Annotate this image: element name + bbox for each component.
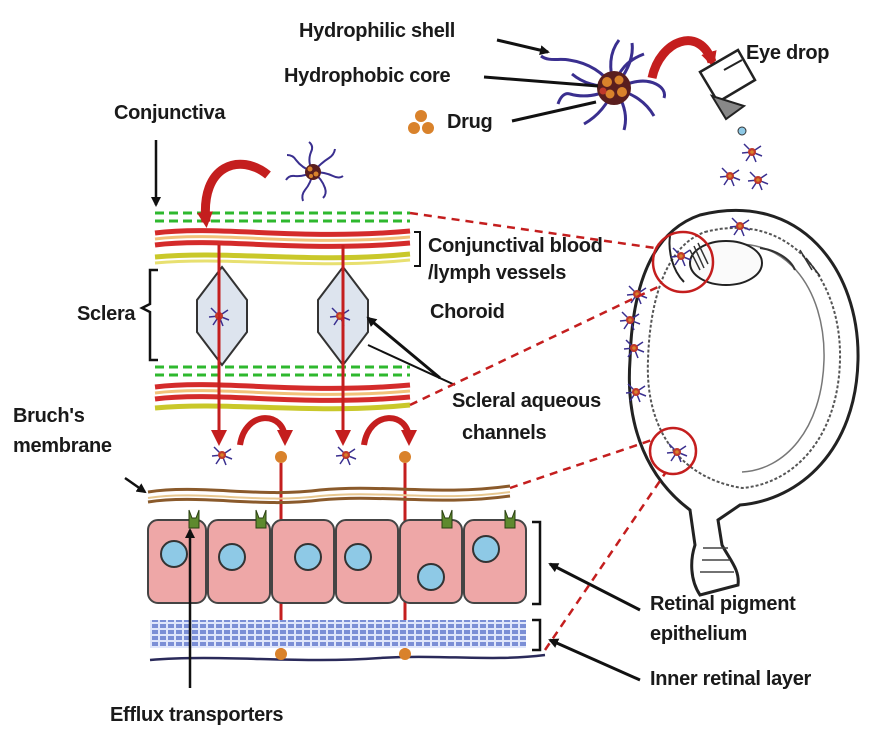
rpe-label-line1: Retinal pigment [650,592,796,616]
rpe-leader [550,564,640,610]
scleral-channel-leader-2 [368,345,455,385]
eyeball-cross-section [629,210,858,595]
inner-retina-leader [550,640,640,680]
large-micelle-icon [541,40,665,130]
drug-label: Drug [447,110,492,134]
bruchs-label-line2: membrane [13,434,112,458]
rpe-cells [148,520,526,603]
inner-retina-boundary [150,655,545,660]
sclera-bracket [142,270,158,360]
drug-dot [399,648,411,660]
hydrophobic-core-label: Hydrophobic core [284,64,450,88]
bruchs-leader [125,478,145,492]
conjunctiva-label: Conjunctiva [114,101,225,125]
scleral-channel-left [197,267,247,365]
drug-dot [275,648,287,660]
conjunctiva-micelle-icon [286,142,343,201]
efflux-transporters-label: Efflux transporters [110,703,283,727]
scleral-channel-leader [368,318,440,378]
upper-tissue-layers [155,213,410,264]
bruchs-membrane [148,486,510,503]
drop-micelles [720,144,768,190]
rpe-bracket [532,522,540,604]
inner-retina-bracket [532,620,540,650]
sclera-label: Sclera [77,302,135,326]
rpe-label-line2: epithelium [650,622,747,646]
inner-retinal-layer-label: Inner retinal layer [650,667,811,691]
vessels-bracket [414,232,420,266]
lower-tissue-layers [155,367,410,409]
scleral-channels-label-line2: channels [462,421,546,445]
conjunctival-vessels-label-line2: /lymph vessels [428,261,566,285]
choroid-label: Choroid [430,300,505,324]
conjunctival-vessels-label-line1: Conjunctival blood [428,234,603,258]
drug-release-arrow-left [240,418,285,445]
drug-leader [512,102,596,121]
hydrophilic-shell-leader [497,40,548,52]
eye-drop-label: Eye drop [746,41,829,65]
inner-retina-grid [150,620,526,648]
drug-dot [275,451,287,463]
drug-legend-icon [408,110,434,134]
drug-dot [399,451,411,463]
hydrophilic-shell-label: Hydrophilic shell [299,19,455,43]
drug-release-arrow-right [364,418,409,445]
scleral-channels-label-line1: Scleral aqueous [452,389,601,413]
zoom-connector [510,440,652,488]
zoom-connector [545,472,666,650]
bruchs-label-line1: Bruch's [13,404,85,428]
